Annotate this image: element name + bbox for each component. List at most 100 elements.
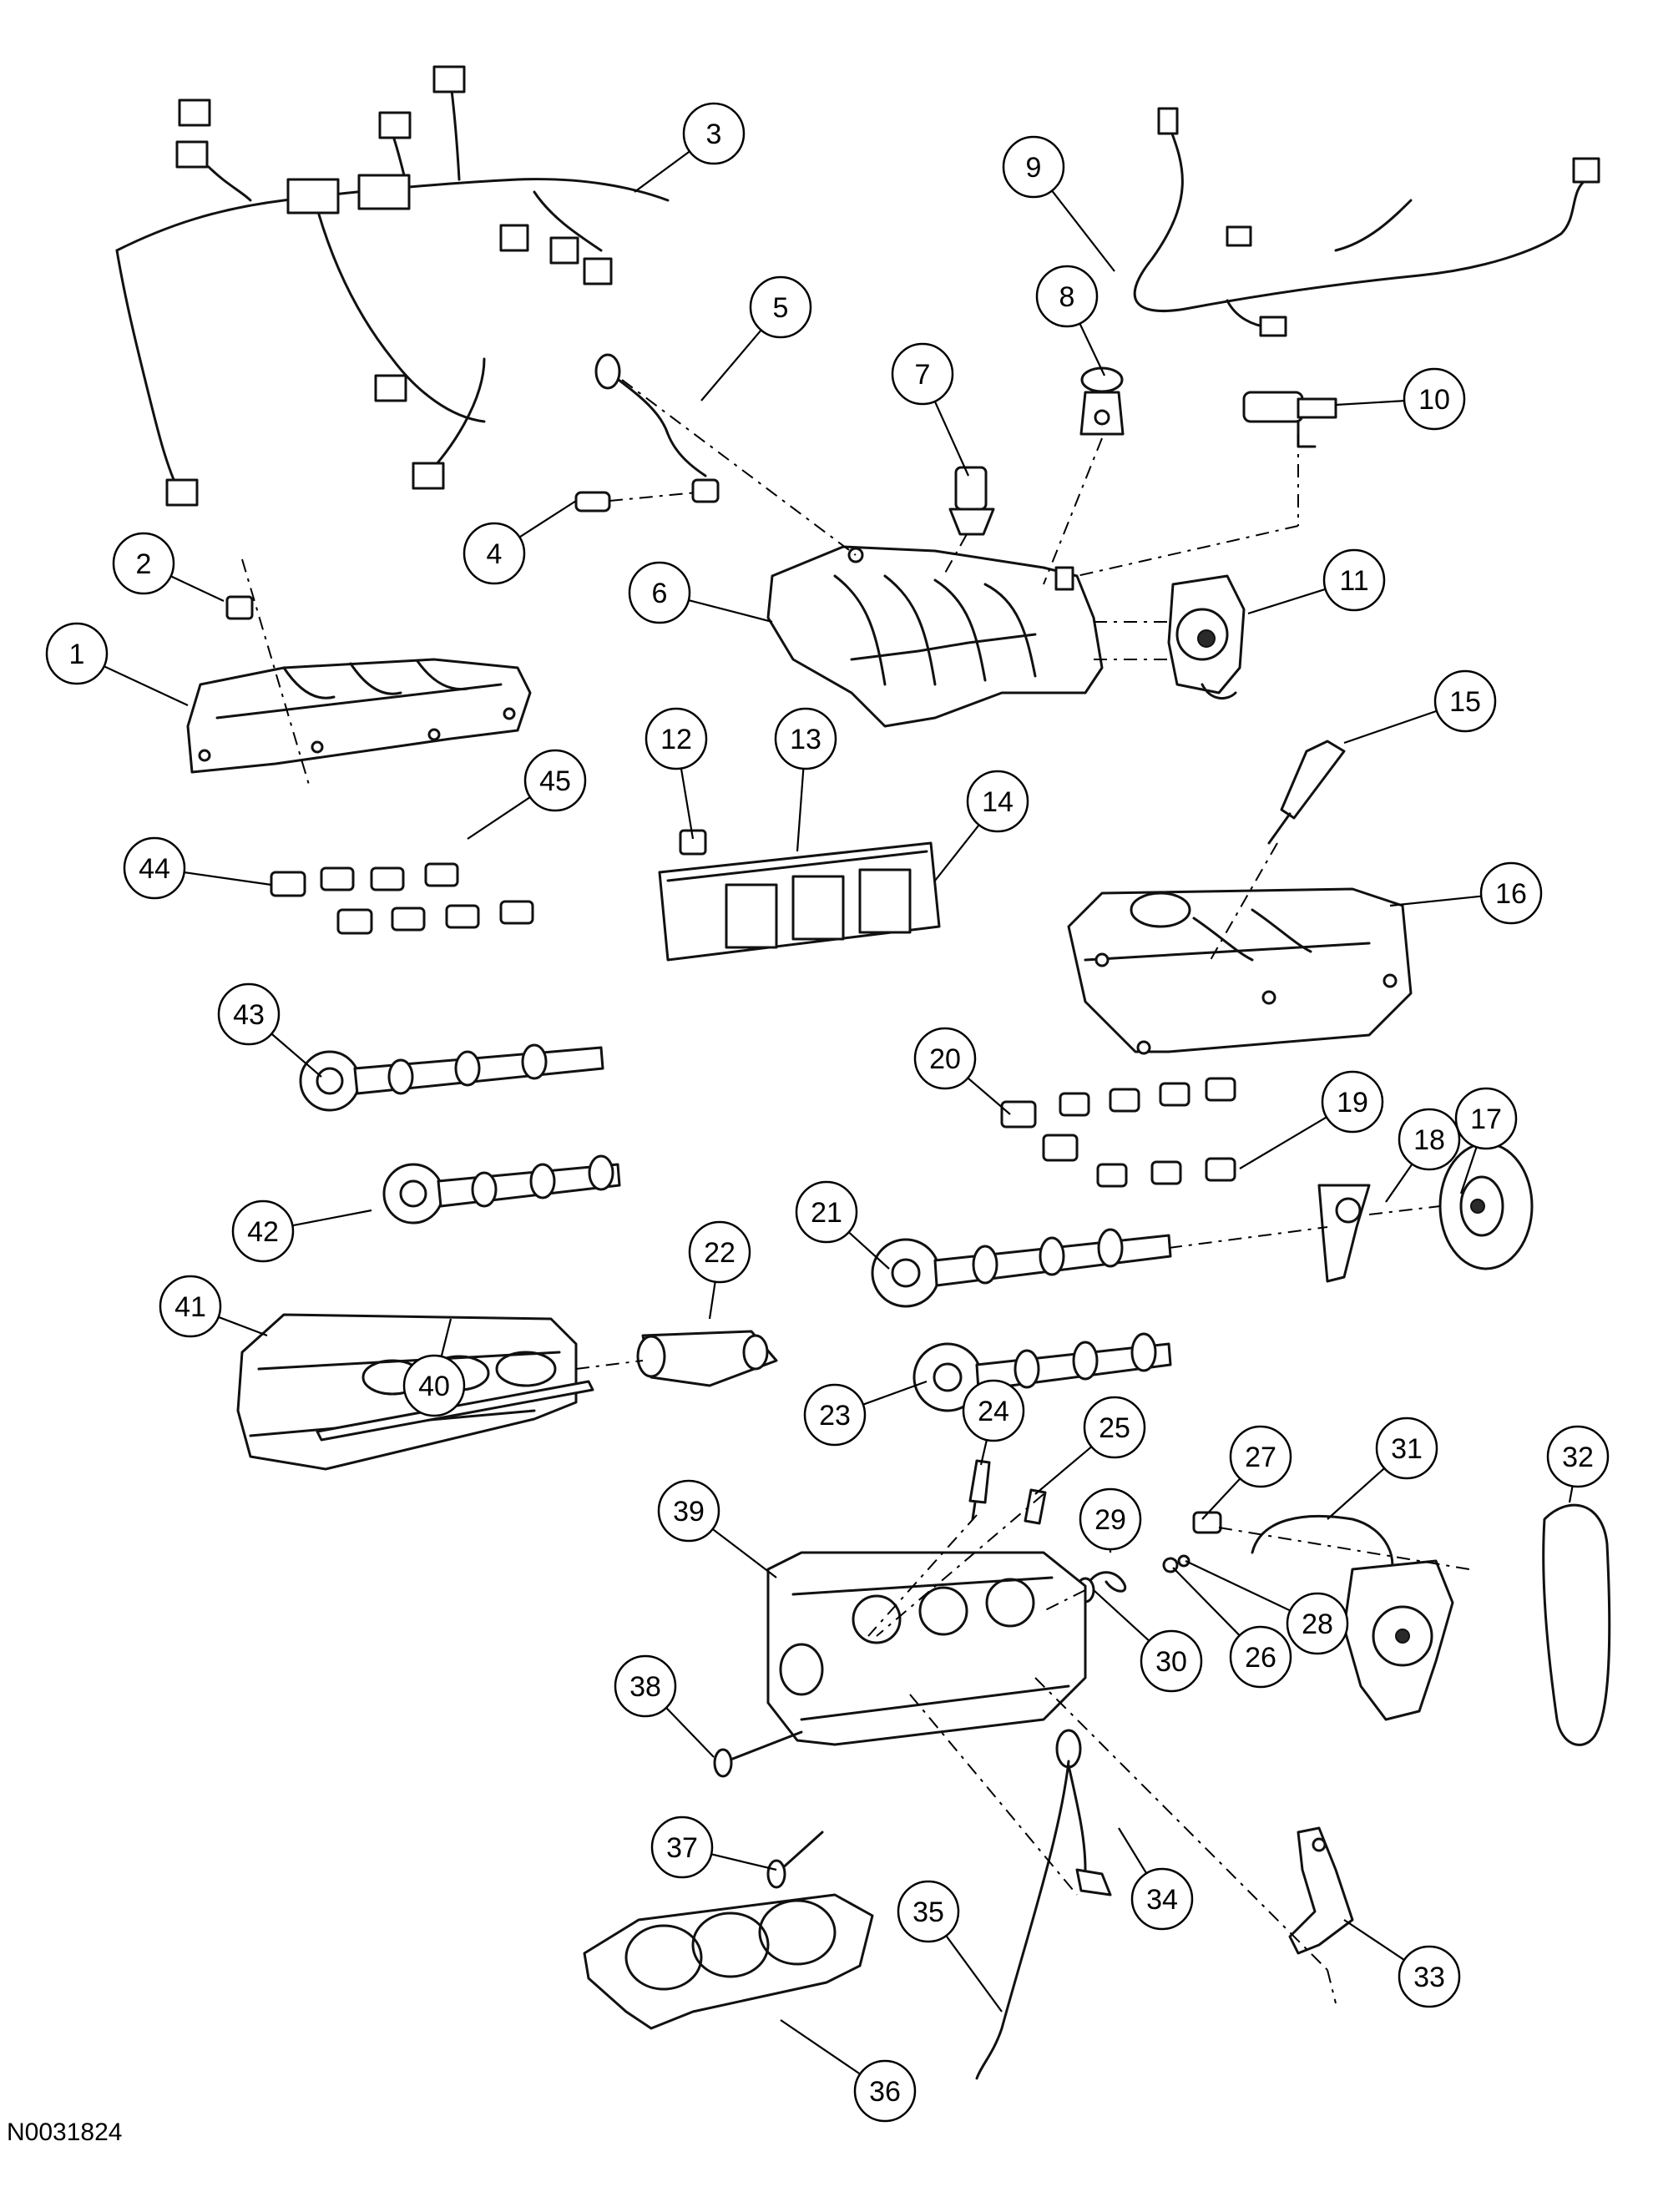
callout-number-22: 22	[704, 1237, 736, 1269]
callout-leader-14	[934, 824, 980, 881]
callout-circle-9	[1002, 135, 1065, 199]
callout-circle-14	[966, 770, 1029, 833]
callout-circle-37	[650, 1816, 714, 1879]
callout-leader-17	[1459, 1146, 1478, 1194]
callout-leader-16	[1389, 895, 1482, 907]
callout-circle-24	[962, 1379, 1025, 1442]
callout-circle-27	[1229, 1425, 1292, 1488]
callout-leader-39	[711, 1528, 777, 1578]
callout-7: 7	[891, 342, 970, 477]
callout-leader-42	[292, 1209, 372, 1227]
part-32-drive-belt	[1542, 1503, 1611, 1746]
part-11-throttle-body	[1167, 574, 1246, 700]
callout-circle-26	[1229, 1625, 1292, 1689]
callout-40: 40	[402, 1318, 466, 1417]
callout-number-31: 31	[1391, 1433, 1423, 1465]
callout-leader-1	[104, 665, 189, 706]
callout-23: 23	[803, 1380, 928, 1447]
callout-number-27: 27	[1245, 1442, 1276, 1473]
callout-leader-18	[1385, 1163, 1413, 1203]
callout-3: 3	[634, 102, 746, 193]
part-42-camshaft	[382, 1154, 621, 1225]
callout-circle-8	[1035, 265, 1099, 328]
callout-circle-11	[1322, 548, 1386, 612]
callout-circle-17	[1454, 1087, 1518, 1150]
callout-12: 12	[645, 707, 708, 840]
callout-number-14: 14	[982, 786, 1014, 818]
callout-number-13: 13	[790, 724, 821, 755]
callout-leader-10	[1335, 400, 1405, 407]
callout-number-2: 2	[136, 548, 152, 580]
callout-4: 4	[463, 500, 577, 585]
callout-leader-40	[440, 1318, 452, 1357]
callout-leader-22	[708, 1281, 716, 1320]
part-31-water-pump	[1251, 1514, 1454, 1721]
callout-circle-10	[1403, 367, 1466, 431]
callout-number-26: 26	[1245, 1642, 1276, 1674]
callout-number-8: 8	[1059, 281, 1075, 313]
part-18-bracket	[1317, 1184, 1371, 1283]
callout-number-39: 39	[673, 1496, 705, 1528]
callout-circle-1	[45, 622, 109, 685]
callout-17: 17	[1454, 1087, 1518, 1194]
part-5-pcv-hose	[594, 353, 707, 477]
callout-29: 29	[1079, 1487, 1142, 1553]
callout-circle-23	[803, 1383, 867, 1447]
callout-leader-8	[1079, 323, 1105, 376]
callout-number-35: 35	[912, 1896, 944, 1928]
callout-circle-25	[1083, 1396, 1146, 1459]
callout-number-7: 7	[915, 359, 931, 391]
callout-number-33: 33	[1413, 1962, 1445, 1993]
callout-circle-18	[1398, 1108, 1461, 1171]
part-33-bracket	[1288, 1826, 1354, 1955]
callout-circle-16	[1479, 861, 1543, 925]
callout-leader-31	[1327, 1467, 1385, 1520]
callout-30: 30	[1093, 1589, 1203, 1693]
callout-5: 5	[700, 275, 812, 401]
callout-number-20: 20	[929, 1043, 961, 1075]
callout-leader-12	[680, 768, 695, 840]
callout-leader-4	[518, 500, 577, 538]
callout-18: 18	[1385, 1108, 1461, 1203]
callout-leader-13	[796, 768, 805, 852]
part-34-dipstick	[1055, 1729, 1112, 1896]
callout-leader-23	[862, 1380, 928, 1406]
part-35-dipstick-tube	[975, 1760, 1070, 2080]
callout-circle-39	[657, 1479, 720, 1543]
part-8-egr-valve	[1079, 366, 1125, 436]
callout-36: 36	[780, 2019, 917, 2123]
callout-circle-5	[749, 275, 812, 339]
callout-circle-4	[463, 522, 526, 585]
part-21-camshaft	[871, 1228, 1172, 1308]
callout-15: 15	[1343, 669, 1497, 745]
callout-circle-20	[913, 1027, 977, 1090]
callout-34: 34	[1118, 1827, 1194, 1931]
part-12-fuel-pressure-sensor	[679, 829, 707, 856]
callout-circle-22	[688, 1220, 751, 1284]
callout-number-17: 17	[1470, 1103, 1502, 1135]
callout-leader-28	[1185, 1560, 1291, 1612]
callout-2: 2	[112, 532, 225, 602]
callout-circle-13	[774, 707, 837, 770]
callout-number-41: 41	[174, 1291, 206, 1323]
callout-number-28: 28	[1302, 1608, 1333, 1640]
callout-leader-11	[1247, 588, 1326, 615]
callout-circle-19	[1321, 1070, 1384, 1134]
callout-leader-43	[270, 1033, 322, 1078]
callout-number-16: 16	[1495, 878, 1527, 910]
callout-number-36: 36	[869, 2076, 901, 2108]
part-1-valve-cover	[186, 658, 532, 774]
callout-leader-15	[1343, 710, 1438, 745]
callout-leader-27	[1201, 1477, 1241, 1520]
callout-number-37: 37	[666, 1832, 698, 1864]
callout-leader-32	[1568, 1486, 1574, 1503]
part-27-follower	[1192, 1511, 1222, 1534]
callout-number-40: 40	[418, 1371, 450, 1402]
callout-leader-9	[1051, 189, 1115, 272]
callout-24: 24	[962, 1379, 1025, 1466]
callout-leader-30	[1093, 1589, 1150, 1642]
callout-44: 44	[123, 836, 272, 900]
callout-leader-34	[1118, 1827, 1148, 1874]
callout-leader-35	[945, 1935, 1003, 2013]
